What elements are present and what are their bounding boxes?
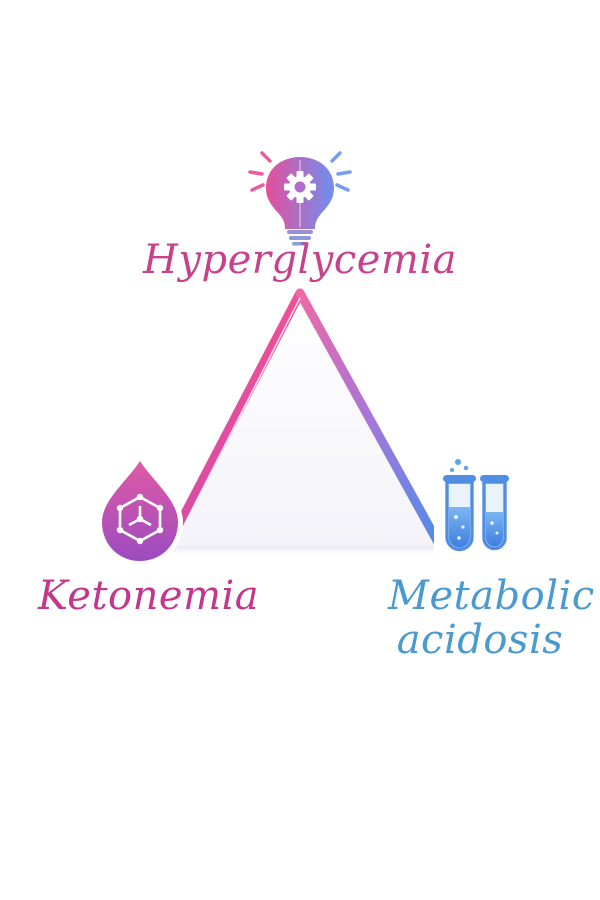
brain-gear-lightbulb-icon (248, 151, 352, 246)
test-tubes-icon (434, 459, 512, 562)
label-hyperglycemia: Hyperglycemia (142, 237, 458, 283)
edge-top-right (295, 288, 445, 551)
edge-top-left (163, 288, 305, 551)
label-metabolic-acidosis: Metabolic acidosis (388, 573, 595, 663)
triangle (163, 288, 445, 551)
molecule-drop-icon (96, 451, 184, 567)
label-ketonemia: Ketonemia (38, 573, 260, 619)
